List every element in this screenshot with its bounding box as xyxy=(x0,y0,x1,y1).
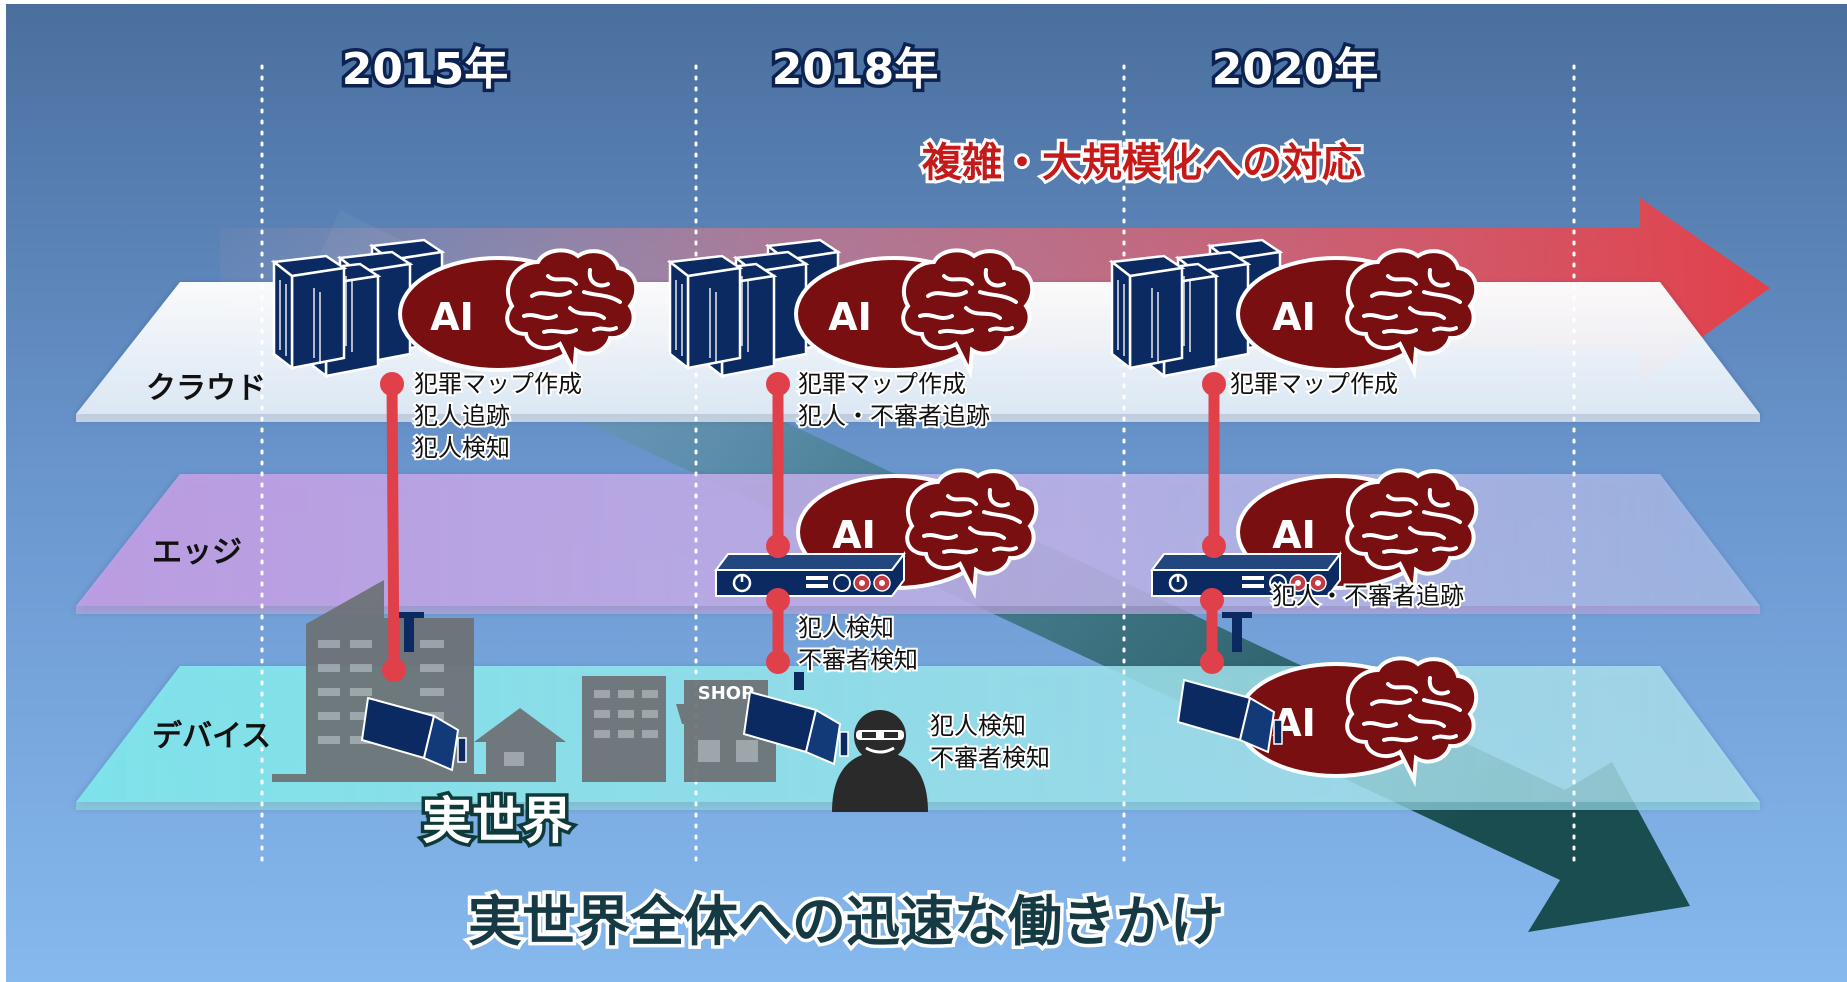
camera-mount xyxy=(394,612,424,618)
camera-mount xyxy=(1222,612,1252,618)
edge-device-icon xyxy=(714,552,906,598)
cloud-layer-label: クラウド xyxy=(146,371,266,406)
cloud-task: 犯罪マップ作成 xyxy=(798,370,966,398)
connector-node xyxy=(1200,588,1224,612)
connector-node xyxy=(382,658,406,682)
cloud-task: 犯人・不審者追跡 xyxy=(798,402,990,430)
connector-node xyxy=(1202,534,1226,558)
complexity-label: 複雑・大規模化への対応 xyxy=(922,140,1362,186)
edge-task: 犯人・不審者追跡 xyxy=(1272,582,1464,610)
house-icon xyxy=(474,708,566,782)
year-header-2018: 2018年 xyxy=(772,44,938,95)
connector-node xyxy=(766,534,790,558)
connector-node xyxy=(766,372,790,396)
camera-mount xyxy=(404,612,414,652)
shop-sign: SHOP xyxy=(698,683,755,704)
real-world-label: 実世界 xyxy=(422,792,572,850)
edge-layer-label: エッジ xyxy=(152,535,242,570)
ai-label: AI xyxy=(832,513,876,557)
ai-label: AI xyxy=(1272,513,1316,557)
column-2020: AI AI AI 犯罪マップ作成 犯人・不審者追跡 xyxy=(1110,238,1479,782)
device-layer-label: デバイス xyxy=(152,719,271,754)
connector-node xyxy=(766,588,790,612)
year-header-2020: 2020年 xyxy=(1212,44,1378,95)
connector-line xyxy=(386,383,400,671)
connector-node xyxy=(380,372,404,396)
cloud-task: 犯人検知 xyxy=(414,434,510,462)
cloud-task: 犯人追跡 xyxy=(414,402,510,430)
suspect-icon xyxy=(832,710,928,812)
camera-mount xyxy=(794,672,804,690)
building-icon xyxy=(582,676,666,782)
connector-node xyxy=(1202,372,1226,396)
column-2018: AI AI 犯罪マップ作成 犯人・不審者追跡 犯人検知 不審者検知 犯人検知 不… xyxy=(668,238,1052,774)
connector-node xyxy=(1200,650,1224,674)
device-task: 犯人検知 xyxy=(930,712,1026,740)
edge-task: 不審者検知 xyxy=(798,646,918,674)
ai-label: AI xyxy=(430,295,474,339)
cloud-task: 犯罪マップ作成 xyxy=(1230,370,1398,398)
camera-mount xyxy=(1232,612,1242,652)
edge-task: 犯人検知 xyxy=(798,614,894,642)
connector-node xyxy=(766,650,790,674)
real-world-action-label: 実世界全体への迅速な働きかけ xyxy=(468,890,1224,953)
ai-label: AI xyxy=(828,295,872,339)
device-task: 不審者検知 xyxy=(930,744,1050,772)
column-2015: AI 犯罪マップ作成 犯人追跡 犯人検知 xyxy=(272,238,639,771)
ai-label: AI xyxy=(1272,295,1316,339)
cloud-task: 犯罪マップ作成 xyxy=(414,370,582,398)
year-header-2015: 2015年 xyxy=(342,44,508,95)
